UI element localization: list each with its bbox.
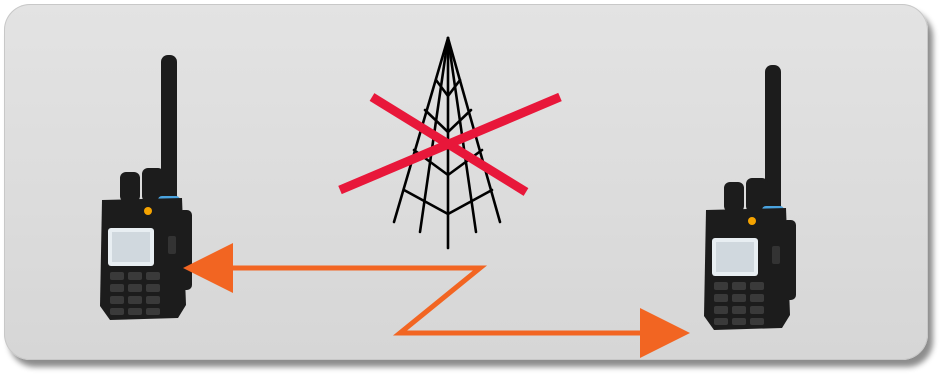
crossed-out-icon	[340, 97, 560, 192]
radio-right	[704, 65, 796, 330]
radio-left	[100, 55, 192, 320]
handheld-radio-icon	[704, 65, 796, 330]
connection-arrow	[198, 268, 675, 333]
tower	[340, 38, 560, 248]
handheld-radio-icon	[100, 55, 192, 320]
